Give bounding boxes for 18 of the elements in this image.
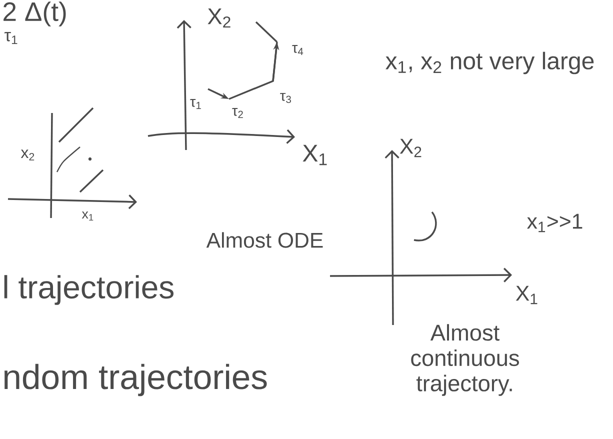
handwritten-label: τ$_{4}$	[292, 45, 304, 55]
handwritten-label: X$_{1}$	[516, 286, 538, 304]
handwritten-label: x$_{1}$	[82, 211, 94, 221]
handwritten-label: 2 Δ(t)	[4, 2, 66, 26]
handwritten-label: X$_{1}$	[302, 144, 327, 166]
handwritten-label: x$_{2}$	[20, 150, 34, 160]
handwritten-label: τ$_{2}$	[232, 108, 243, 118]
handwritten-label: τ$_{3}$	[280, 93, 291, 104]
handwritten-label: τ$_{1}$	[190, 99, 201, 109]
handwritten-label: x$_{1}$, x$_{2}$ not very large	[386, 52, 594, 74]
handwritten-label: x$_{1}$>>1	[527, 214, 582, 232]
handwritten-label: ndom trajectories	[4, 364, 267, 396]
handwritten-label: τ$_{1}$	[4, 32, 18, 44]
handwritten-label: X$_{2}$	[208, 8, 230, 28]
handwritten-label: l trajectories	[4, 275, 174, 305]
handwritten-label: Almost ODE	[206, 232, 323, 248]
handwritten-label: Almost continuous trajectory.	[411, 324, 519, 396]
handwritten-label: X$_{2}$	[400, 138, 422, 158]
